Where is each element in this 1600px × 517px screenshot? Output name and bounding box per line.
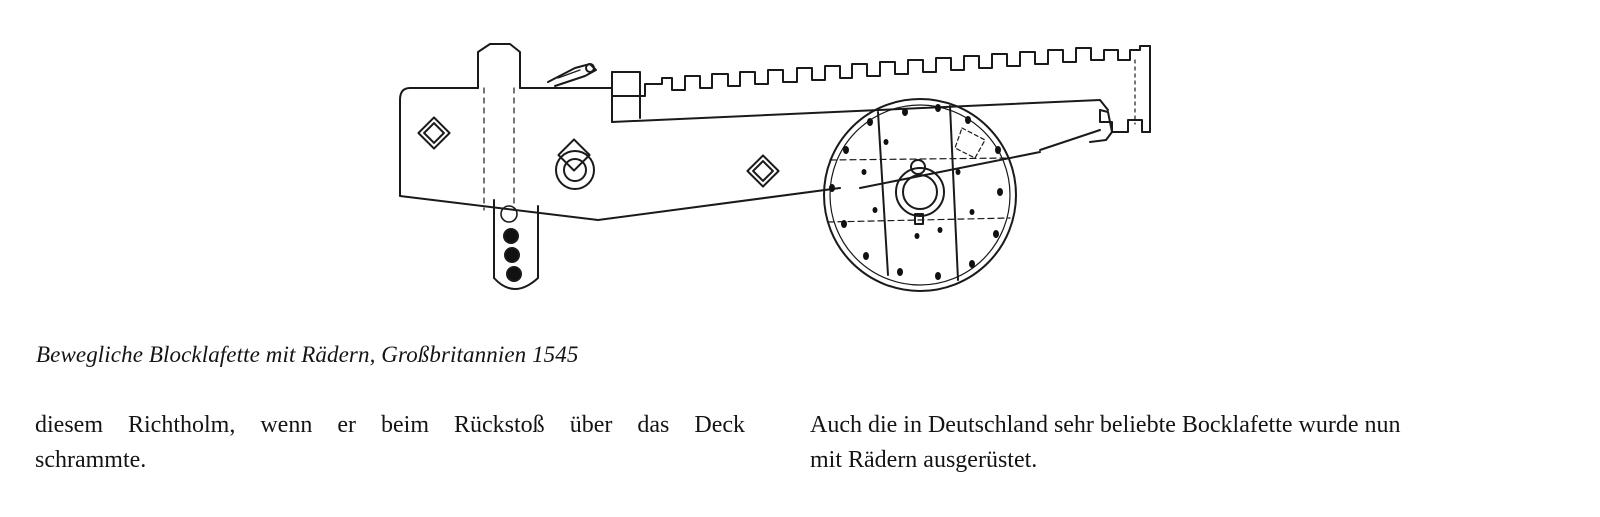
text-line: Auch die in Deutschland sehr beliebte Bo… [810, 412, 1401, 438]
text-line: schrammte. [35, 447, 147, 473]
quoin-post [477, 43, 521, 211]
square-bolt [417, 116, 451, 150]
wheel [823, 98, 1017, 292]
text-line: diesem Richtholm, wenn er beim Rückstoß … [35, 412, 745, 438]
figure-caption: Bewegliche Blocklafette mit Rädern, Groß… [36, 342, 579, 367]
elevation-quadrant [493, 199, 539, 290]
body-text-left-column: diesem Richtholm, wenn er beim Rückstoß … [35, 408, 745, 478]
square-bolt [746, 154, 780, 188]
handle-pin [547, 63, 597, 87]
text-line: mit Rädern ausgerüstet. [810, 447, 1038, 473]
cannon-barrel [611, 45, 1151, 151]
body-text-right-column: Auch die in Deutschland sehr beliebte Bo… [810, 408, 1525, 478]
ring-bolt [555, 138, 595, 190]
cannon-illustration [399, 43, 1151, 292]
